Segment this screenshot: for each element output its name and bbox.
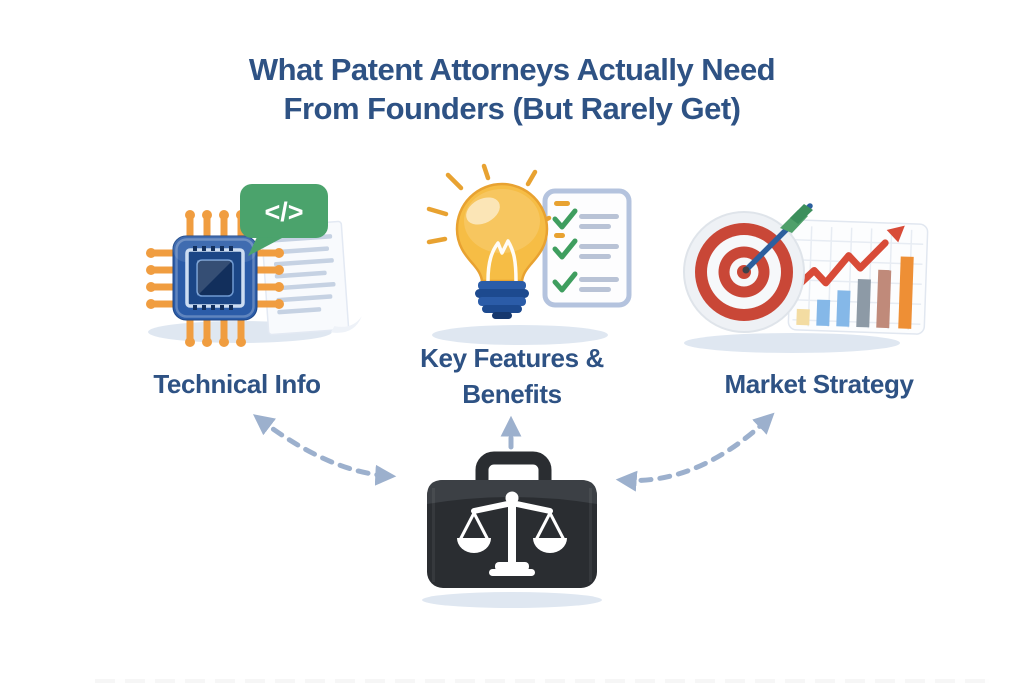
- bulb-base: [475, 281, 529, 319]
- ground-shadow: [432, 325, 608, 345]
- code-bubble-icon: </>: [240, 184, 328, 256]
- target-growth-chart-icon: [683, 203, 929, 353]
- item-label-key-features-benefits: Key Features & Benefits: [420, 343, 604, 410]
- lightbulb-checklist-icon: [426, 163, 632, 345]
- item-label-technical-info: Technical Info: [153, 369, 321, 399]
- cropped-bottom-text-artifact: [95, 679, 989, 683]
- arrow-technical-to-briefcase: [252, 414, 397, 486]
- dart-icon: [742, 203, 813, 274]
- title-line-2: From Founders (But Rarely Get): [283, 91, 741, 127]
- key-features-illustration: [408, 163, 643, 353]
- legal-briefcase-scales-icon: [422, 451, 602, 608]
- scales-icon: [457, 491, 567, 576]
- market-strategy-illustration: [672, 180, 937, 360]
- item-label-market-strategy: Market Strategy: [724, 369, 914, 399]
- page-title: What Patent Attorneys Actually Need From…: [0, 50, 1024, 128]
- growth-arrow-icon: [790, 225, 905, 294]
- bar-chart-icon: [787, 219, 929, 335]
- lightbulb-icon: [455, 182, 549, 319]
- title-line-1: What Patent Attorneys Actually Need: [248, 52, 776, 87]
- code-glyph: </>: [264, 197, 303, 227]
- chip-code-document-icon: </>: [146, 184, 362, 347]
- technical-info-illustration: </>: [135, 166, 370, 356]
- arrow-briefcase-to-market: [615, 412, 775, 492]
- chip-icon: [172, 235, 258, 321]
- patent-attorney-illustration: [415, 450, 610, 615]
- ground-shadow: [422, 592, 602, 608]
- ground-shadow: [684, 333, 900, 353]
- checklist-icon: [542, 188, 632, 308]
